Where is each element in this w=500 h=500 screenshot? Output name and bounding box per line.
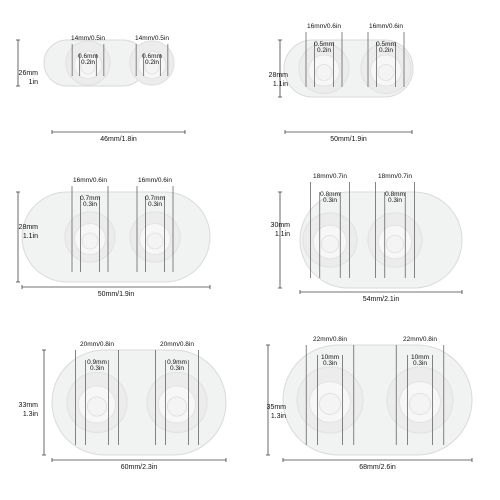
height-in-label: 1.1in xyxy=(274,231,290,238)
cup-outer-size-label: 18mm/0.7in xyxy=(378,173,412,180)
cup-hole-in-label: 0.3in xyxy=(89,365,105,372)
cup-hole xyxy=(144,59,160,75)
cup-hole-mm-label: 0.5mm xyxy=(314,41,334,48)
cup-outer-size-label: 16mm/0.6in xyxy=(307,23,341,30)
height-mm-label: 30mm xyxy=(270,222,290,229)
cup-hole-in-label: 0.2in xyxy=(80,59,96,66)
cup-hole-in-label: 0.2in xyxy=(378,47,394,54)
cup-hole-mm-label: 10mm xyxy=(410,354,430,361)
cup-hole-mm-label: 0.6mm xyxy=(142,53,162,60)
cup-hole xyxy=(320,234,340,254)
cup-hole xyxy=(377,64,395,81)
cup-hole-in-label: 0.2in xyxy=(144,59,160,66)
width-label: 54mm/2.1in xyxy=(362,296,400,303)
height-mm-label: 35mm xyxy=(266,404,286,411)
height-in-label: 1.3in xyxy=(270,413,286,420)
cup-hole-mm-label: 10mm xyxy=(320,354,340,361)
width-label: 50mm/1.9in xyxy=(97,291,135,298)
cup-outer-size-label: 14mm/0.5in xyxy=(71,35,105,42)
height-mm-label: 28mm xyxy=(268,72,288,79)
cup-outer-size-label: 22mm/0.8in xyxy=(403,336,437,343)
cup-outer-size-label: 16mm/0.6in xyxy=(369,23,403,30)
cup-hole-in-label: 0.3in xyxy=(322,360,338,367)
cup-hole-in-label: 0.3in xyxy=(147,201,163,208)
cup-hole-mm-label: 0.6mm xyxy=(78,53,98,60)
height-mm-label: 33mm xyxy=(18,402,38,409)
height-in-label: 1in xyxy=(28,79,38,86)
height-in-label: 1.3in xyxy=(22,411,38,418)
cup-outer-size-label: 16mm/0.6in xyxy=(138,177,172,184)
height-mm-label: 26mm xyxy=(18,70,38,77)
height-mm-label: 28mm xyxy=(18,224,38,231)
height-in-label: 1.1in xyxy=(22,233,38,240)
height-in-label: 1.1in xyxy=(272,81,288,88)
cup-outer-size-label: 20mm/0.8in xyxy=(160,341,194,348)
cup-hole xyxy=(409,393,431,415)
cup-hole-in-label: 0.3in xyxy=(169,365,185,372)
cup-hole xyxy=(385,234,405,254)
cup-hole xyxy=(81,232,99,250)
cup-hole xyxy=(315,64,333,81)
width-label: 60mm/2.3in xyxy=(120,464,158,471)
cup-outer-size-label: 14mm/0.5in xyxy=(135,35,169,42)
cup-outer-size-label: 18mm/0.7in xyxy=(313,173,347,180)
cup-hole-mm-label: 0.9mm xyxy=(167,359,187,366)
cup-hole-mm-label: 0.8mm xyxy=(320,191,340,198)
cup-outer-size-label: 20mm/0.8in xyxy=(80,341,114,348)
width-label: 50mm/1.9in xyxy=(330,136,367,143)
cup-hole xyxy=(80,59,96,75)
cup-hole xyxy=(166,396,187,417)
cup-hole xyxy=(146,232,164,250)
cup-hole-mm-label: 0.9mm xyxy=(87,359,107,366)
width-label: 46mm/1.8in xyxy=(100,136,137,143)
cup-hole xyxy=(87,396,108,417)
cup-hole-mm-label: 0.7mm xyxy=(145,195,165,202)
cup-hole-mm-label: 0.8mm xyxy=(385,191,405,198)
cup-hole-mm-label: 0.5mm xyxy=(376,41,396,48)
cup-hole-in-label: 0.3in xyxy=(82,201,98,208)
cup-hole-in-label: 0.3in xyxy=(412,360,428,367)
cup-hole-mm-label: 0.7mm xyxy=(80,195,100,202)
cup-outer-size-label: 22mm/0.8in xyxy=(313,336,347,343)
cup-outer-size-label: 16mm/0.6in xyxy=(73,177,107,184)
cup-hole-in-label: 0.2in xyxy=(316,47,332,54)
cup-hole-in-label: 0.3in xyxy=(387,197,403,204)
cup-hole xyxy=(319,393,341,415)
width-label: 68mm/2.6in xyxy=(359,464,396,471)
cup-hole-in-label: 0.3in xyxy=(322,197,338,204)
